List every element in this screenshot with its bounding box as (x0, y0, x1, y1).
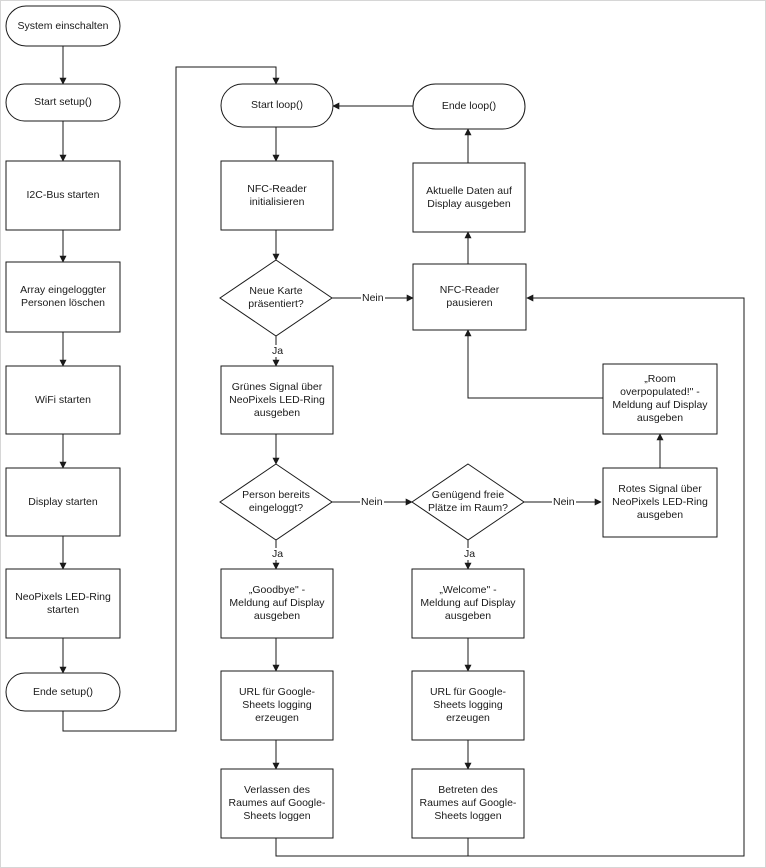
edge-label-nein-places: Nein (552, 496, 576, 508)
process-enter-log (411, 768, 525, 839)
process-array-clear (5, 261, 121, 333)
process-nfc-pause (412, 263, 527, 331)
process-green-signal (220, 365, 334, 435)
process-welcome (411, 568, 525, 639)
process-url-right (411, 670, 525, 741)
edge-label-ja-places: Ja (463, 548, 477, 560)
process-leave-log (220, 768, 334, 839)
process-nfc-init (220, 160, 334, 231)
terminal-end-loop (412, 83, 526, 130)
process-url-left (220, 670, 334, 741)
decision-free-places (411, 463, 525, 541)
terminal-start-loop (220, 83, 334, 128)
process-goodbye (220, 568, 334, 639)
process-display (5, 467, 121, 537)
process-red-signal (602, 467, 718, 538)
edge-label-ja-logged: Ja (271, 548, 285, 560)
terminal-end-setup (5, 672, 121, 712)
edge-label-nein-card: Nein (361, 292, 385, 304)
process-wifi (5, 365, 121, 435)
decision-logged-in (219, 463, 333, 541)
terminal-system-on (5, 5, 121, 47)
edge-label-ja-card: Ja (271, 345, 285, 357)
edge-endsetup-to-startloop (62, 66, 280, 732)
decision-new-card (219, 259, 333, 337)
edge-logs-to-pause (275, 294, 745, 857)
process-i2c (5, 160, 121, 231)
process-show-data (412, 162, 526, 233)
process-overpopulated (602, 363, 718, 435)
terminal-start-setup (5, 83, 121, 122)
edge-label-nein-logged: Nein (360, 496, 384, 508)
process-neopixel-start (5, 568, 121, 639)
edge-overpop-to-pause (464, 329, 603, 399)
